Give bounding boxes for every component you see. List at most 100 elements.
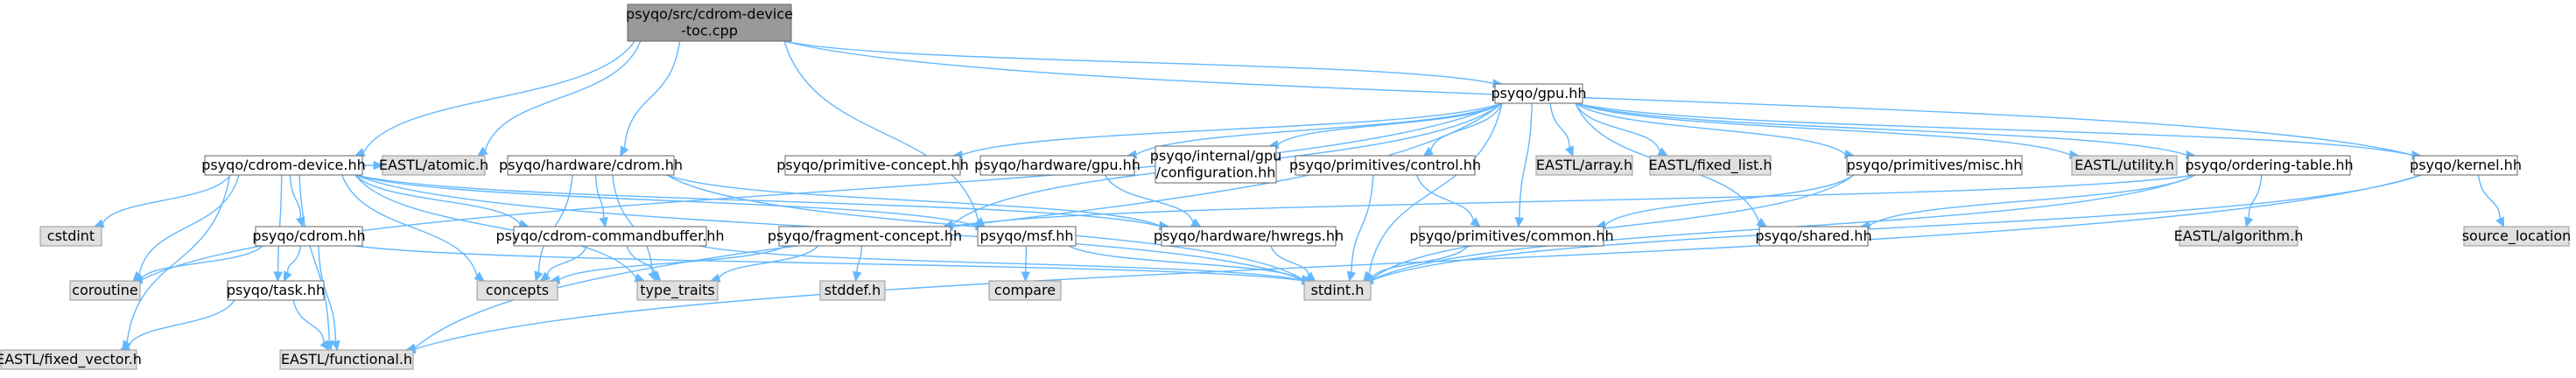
edge-cdrom-to-coroutine: [131, 245, 263, 284]
edge-cdromdevice-to-atomic: [361, 160, 384, 171]
node-ordering[interactable]: psyqo/ordering-table.hh: [2185, 155, 2354, 176]
node-label: psyqo/internal/gpu: [1150, 148, 1282, 164]
node-label: EASTL/atomic.h: [379, 157, 488, 173]
edge-line: [1575, 102, 1846, 155]
node-fragconcept[interactable]: psyqo/fragment-concept.hh: [768, 226, 962, 247]
edge-line: [1575, 102, 2187, 156]
node-srcloc: source_location: [2462, 226, 2571, 247]
node-box: [627, 4, 792, 42]
node-cdromdevice[interactable]: psyqo/cdrom-device.hh: [201, 155, 366, 176]
edge-line: [292, 299, 325, 343]
node-label: type_traits: [640, 282, 714, 299]
edge-cmdbuf-to-concepts: [539, 245, 588, 282]
node-box: [279, 349, 414, 370]
edge-line: [626, 245, 656, 275]
node-task[interactable]: psyqo/task.hh: [227, 280, 325, 301]
edge-gpu-to-kernel: [1575, 102, 2423, 160]
node-cmdbuf[interactable]: psyqo/cdrom-commandbuffer.hh: [495, 226, 725, 247]
edge-arrowhead: [1021, 271, 1031, 283]
node-array: EASTL/array.h: [1535, 155, 1633, 176]
node-label: psyqo/primitives/control.hh: [1289, 157, 1481, 173]
edge-line: [2248, 174, 2263, 219]
edge-line: [612, 174, 654, 273]
node-primconcept[interactable]: psyqo/primitive-concept.hh: [776, 155, 969, 176]
edge-line: [1429, 102, 1503, 151]
node-msf[interactable]: psyqo/msf.hh: [977, 226, 1077, 247]
node-box: [1758, 226, 1869, 247]
node-hwregs[interactable]: psyqo/hardware/hwregs.hh: [1154, 226, 1344, 247]
node-box: [1535, 155, 1633, 176]
node-box: [1295, 155, 1476, 176]
edge-line: [141, 102, 1503, 281]
node-kernel[interactable]: psyqo/kernel.hh: [2410, 155, 2522, 176]
node-control[interactable]: psyqo/primitives/control.hh: [1289, 155, 1481, 176]
node-label: EASTL/fixed_vector.h: [0, 351, 142, 368]
edge-task-to-fixedvector: [119, 299, 235, 351]
edge-line: [1415, 174, 1474, 221]
edge-gpu-to-control: [1422, 102, 1503, 157]
edge-cdromdevice-to-concepts: [341, 174, 485, 282]
node-internalgpu[interactable]: psyqo/internal/gpu/configuration.hh: [1150, 145, 1282, 184]
edge-line: [783, 40, 2413, 156]
edge-line: [102, 174, 231, 224]
node-box: [1161, 226, 1337, 247]
edge-misc-to-common: [1595, 174, 1855, 230]
edge-line: [783, 40, 1494, 85]
node-label: psyqo/primitives/misc.hh: [1847, 157, 2023, 173]
edge-line: [354, 174, 1161, 228]
node-label: /configuration.hh: [1156, 164, 1276, 181]
edge-line: [951, 174, 2196, 228]
node-label: psyqo/primitives/common.hh: [1409, 228, 1613, 244]
node-box: [1419, 226, 1604, 247]
node-label: concepts: [486, 282, 549, 298]
node-hwcdrom[interactable]: psyqo/hardware/cdrom.hh: [499, 155, 683, 176]
edge-line: [698, 245, 1303, 282]
node-label: EASTL/array.h: [1536, 157, 1632, 173]
node-misc[interactable]: psyqo/primitives/misc.hh: [1846, 155, 2023, 176]
node-box: [636, 280, 719, 301]
edge-control-to-stdint: [1346, 174, 1374, 283]
node-box: [819, 280, 886, 301]
node-box: [204, 155, 363, 176]
edge-line: [484, 40, 642, 151]
edge-line: [1368, 102, 1503, 275]
edge-cdromdevice-to-fixedvector: [122, 174, 231, 352]
edge-line: [623, 40, 681, 149]
dependency-edges: [93, 40, 2505, 354]
edge-line: [141, 245, 263, 279]
edge-line: [298, 174, 330, 342]
edge-msf-to-compare: [1021, 245, 1031, 283]
edge-cmdbuf-to-typetraits: [626, 245, 662, 282]
edge-arrowhead: [1514, 216, 1525, 228]
edge-line: [594, 174, 605, 219]
edge-cdromdevice-to-functional: [298, 174, 334, 352]
node-box: [255, 226, 363, 247]
node-label: psyqo/kernel.hh: [2410, 157, 2522, 173]
node-hwgpu[interactable]: psyqo/hardware/gpu.hh: [974, 155, 1141, 176]
node-box: [513, 226, 707, 247]
edge-line: [1371, 245, 1469, 279]
node-box: [227, 280, 325, 301]
edge-line: [128, 299, 235, 347]
node-cdrom[interactable]: psyqo/cdrom.hh: [252, 226, 366, 247]
node-utility: EASTL/utility.h: [2071, 155, 2178, 176]
edge-arrowhead: [93, 219, 105, 228]
node-shared[interactable]: psyqo/shared.hh: [1755, 226, 1872, 247]
edge-arrowhead: [539, 271, 551, 282]
edge-line: [354, 174, 977, 227]
edge-fragconcept-to-typetraits: [709, 245, 819, 283]
edge-ordering-to-algorithm: [2244, 174, 2263, 228]
node-common[interactable]: psyqo/primitives/common.hh: [1409, 226, 1614, 247]
edge-line: [1025, 245, 1028, 273]
edge-arrowhead: [1422, 146, 1435, 157]
edge-root-to-cdromdevice: [354, 40, 635, 157]
node-algorithm: EASTL/algorithm.h: [2174, 226, 2303, 247]
node-gpu[interactable]: psyqo/gpu.hh: [1491, 83, 1587, 104]
edge-arrowhead: [1756, 217, 1768, 228]
node-fixedvector: EASTL/fixed_vector.h: [0, 349, 142, 370]
edge-hwcdrom-to-cmdbuf: [594, 174, 608, 228]
edge-cdrom-to-task: [283, 245, 302, 283]
node-label: coroutine: [72, 282, 137, 298]
edge-line: [1351, 174, 1374, 273]
